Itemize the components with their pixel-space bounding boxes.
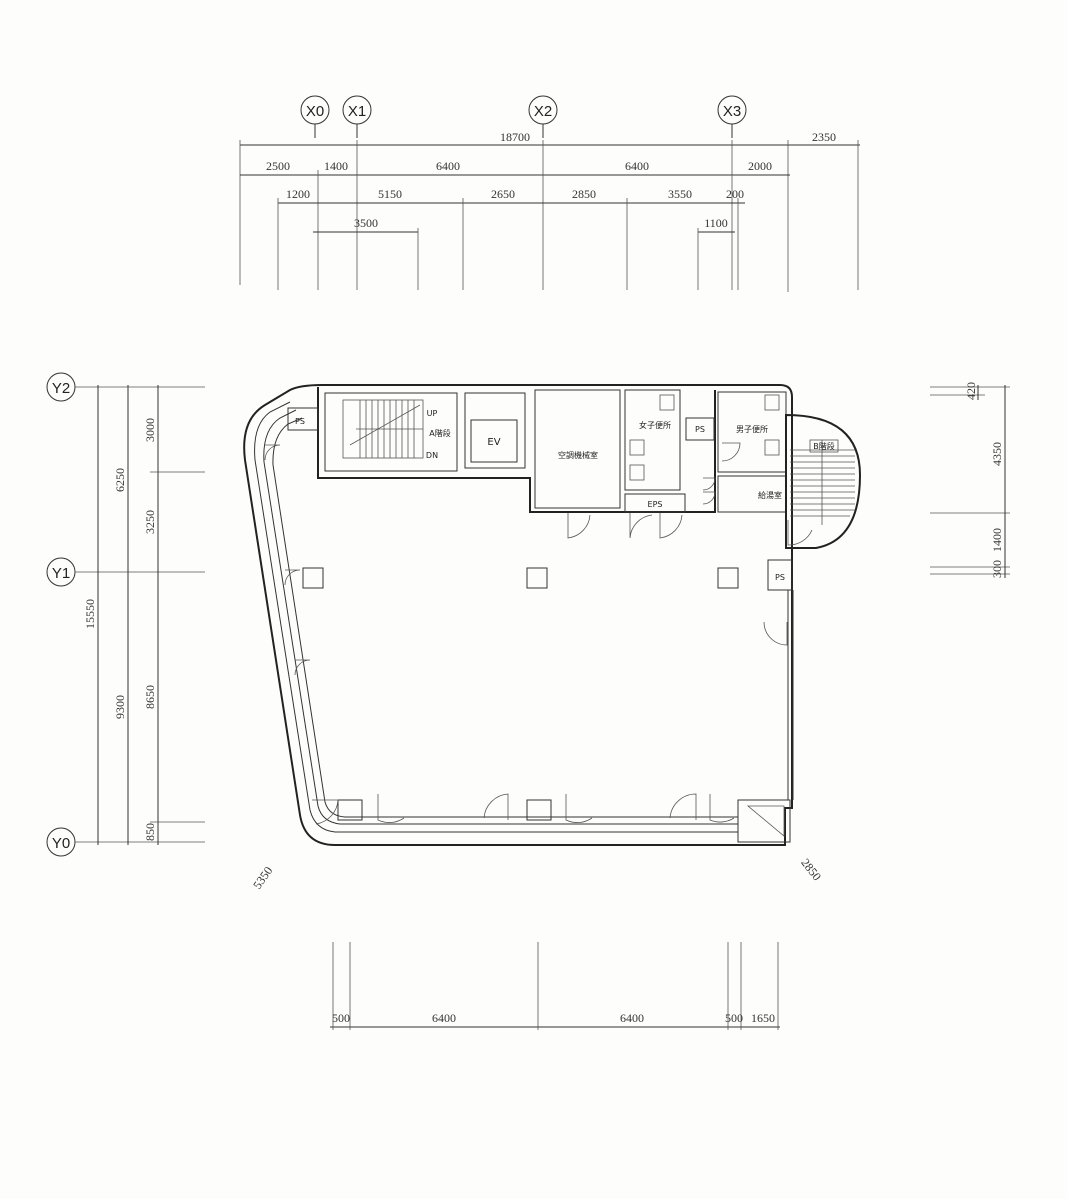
top-dimension-lines: [239, 140, 860, 292]
axis-bubble-y0: Y0: [46, 827, 205, 857]
dim-top-r2-4: 6400: [625, 159, 649, 173]
axis-bubble-x2: X2: [528, 95, 558, 138]
dim-top-r3-2: 5150: [378, 187, 402, 201]
dim-left-inner-2: 3250: [143, 510, 157, 534]
right-dimension-lines: [930, 385, 1010, 578]
axis-label-y0: Y0: [52, 835, 70, 852]
dim-top-r3-5: 3550: [668, 187, 692, 201]
dim-top-r4-2: 1100: [704, 216, 728, 230]
dim-left-mid-1: 6250: [113, 468, 127, 492]
dim-right-4: 300: [990, 560, 1004, 578]
axis-bubble-x0: X0: [300, 95, 330, 138]
dim-diag-left: 5350: [250, 864, 275, 892]
dim-top-total: 18700: [500, 130, 530, 144]
axis-label-y1: Y1: [52, 565, 70, 582]
dim-bottom-5: 1650: [751, 1011, 775, 1025]
dim-diag-right: 2850: [798, 856, 824, 884]
dim-top-extra: 2350: [812, 130, 836, 144]
doors: [264, 442, 813, 825]
dim-top-r2-2: 1400: [324, 159, 348, 173]
room-label-women: 女子便所: [639, 420, 671, 430]
room-label-stair-a: A階段: [429, 428, 450, 438]
dim-top-r3-1: 1200: [286, 187, 310, 201]
room-label-men: 男子便所: [736, 424, 768, 434]
dim-left-inner-3: 8650: [143, 685, 157, 709]
room-label-kitchen: 給湯室: [758, 490, 782, 500]
dim-left-outer: 15550: [83, 599, 97, 629]
room-label-ps-nw: PS: [295, 417, 305, 426]
dim-top-r3-6: 200: [726, 187, 744, 201]
dim-left-inner-4: 850: [143, 823, 157, 841]
room-label-ac-room: 空調機械室: [558, 450, 598, 460]
room-label-ps-mid: PS: [695, 425, 705, 434]
axis-bubble-x1: X1: [342, 95, 372, 138]
room-label-dn: DN: [426, 451, 438, 460]
dim-bottom-4: 500: [725, 1011, 743, 1025]
dim-bottom-3: 6400: [620, 1011, 644, 1025]
room-label-ev: EV: [487, 437, 500, 448]
dim-right-1: 420: [964, 382, 978, 400]
axis-label-x1: X1: [348, 103, 366, 120]
dim-top-r3-3: 2650: [491, 187, 515, 201]
dim-right-3: 1400: [990, 528, 1004, 552]
room-label-up: UP: [427, 409, 438, 418]
dim-top-r2-1: 2500: [266, 159, 290, 173]
room-label-stair-b: B階段: [813, 441, 835, 451]
bottom-dimension-lines: [330, 942, 780, 1030]
building-core: [287, 387, 862, 591]
dim-top-r3-4: 2850: [572, 187, 596, 201]
axis-label-y2: Y2: [52, 380, 70, 397]
building-outline: [243, 384, 794, 846]
axis-bubble-x3: X3: [717, 95, 747, 138]
axis-label-x3: X3: [723, 103, 741, 120]
dim-bottom-1: 500: [332, 1011, 350, 1025]
columns: [302, 567, 739, 821]
dim-left-inner-1: 3000: [143, 418, 157, 442]
axis-label-x2: X2: [534, 103, 552, 120]
dim-top-r2-5: 2000: [748, 159, 772, 173]
room-label-eps: EPS: [648, 500, 663, 509]
dim-top-r2-3: 6400: [436, 159, 460, 173]
left-dimension-lines: [97, 385, 205, 845]
dim-top-r4-1: 3500: [354, 216, 378, 230]
dim-bottom-2: 6400: [432, 1011, 456, 1025]
dim-right-2: 4350: [990, 442, 1004, 466]
axis-bubble-y1: Y1: [46, 557, 205, 587]
dim-left-mid-2: 9300: [113, 695, 127, 719]
axis-bubble-y2: Y2: [46, 372, 205, 402]
axis-label-x0: X0: [306, 103, 324, 120]
room-label-ps-east: PS: [775, 573, 785, 582]
